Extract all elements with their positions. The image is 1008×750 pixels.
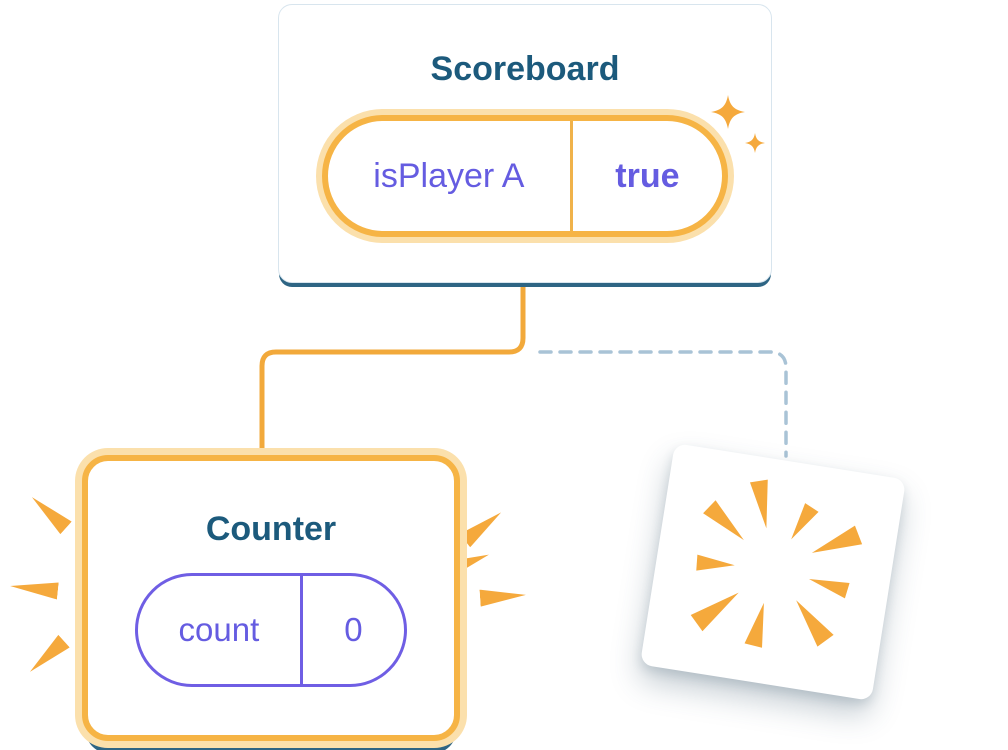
state-pill: count 0 — [135, 572, 407, 687]
counter-title: Counter — [205, 509, 337, 548]
prop-pill: isPlayer A true — [322, 115, 728, 237]
prop-name: isPlayer A — [373, 156, 525, 195]
state-pill-divider — [299, 575, 303, 684]
burst-icon — [690, 479, 863, 648]
state-value: 0 — [344, 610, 363, 648]
connector-solid-orange — [259, 275, 526, 463]
counter-card: Counter count 0 — [82, 455, 460, 741]
scoreboard-card: Scoreboard isPlayer A true — [278, 4, 772, 283]
destroyed-component-card — [639, 443, 907, 701]
scoreboard-title: Scoreboard — [430, 50, 620, 88]
pill-divider — [569, 121, 573, 231]
sparkle-icon — [711, 95, 765, 153]
prop-value: true — [615, 156, 680, 195]
state-name: count — [178, 610, 260, 648]
connector-dashed-blue — [538, 350, 788, 458]
